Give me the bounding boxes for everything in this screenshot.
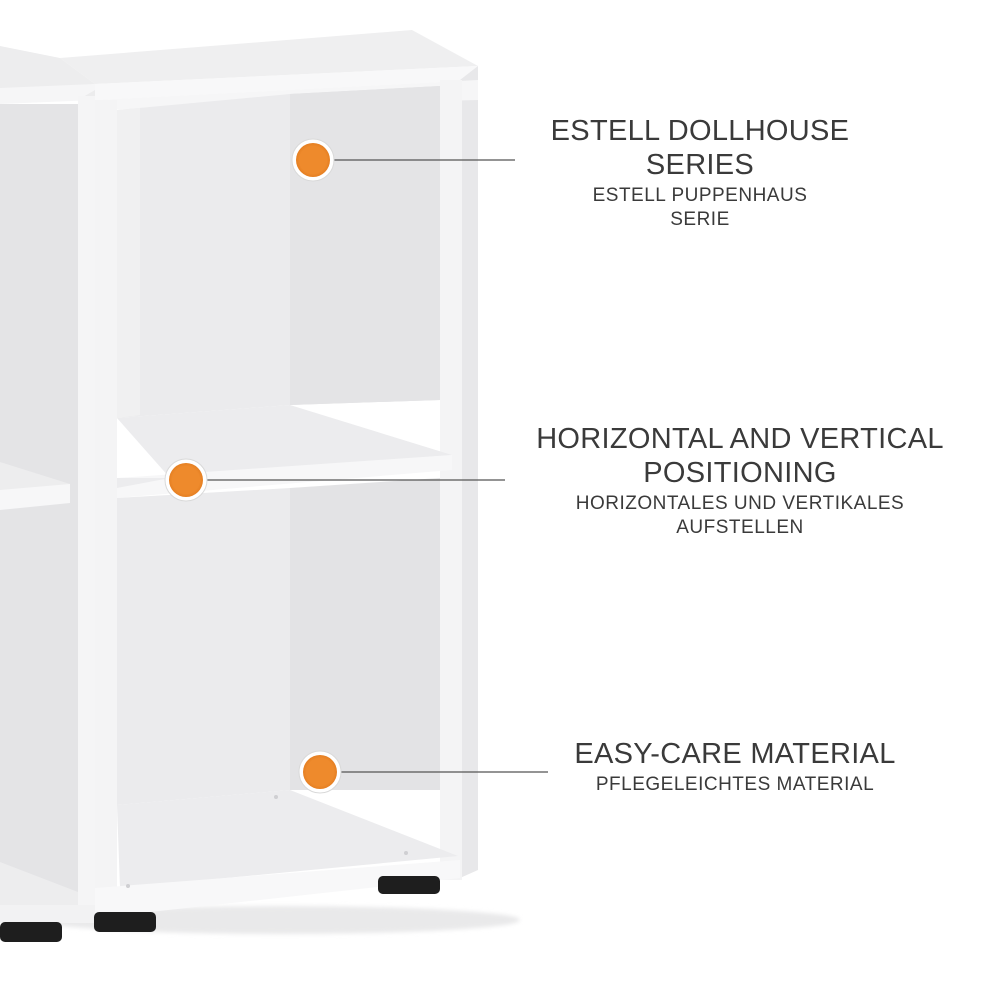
left-shelf-unit: [0, 46, 95, 942]
callout-material: EASY-CARE MATERIAL PFLEGELEICHTES MATERI…: [540, 737, 930, 797]
callout-title: EASY-CARE MATERIAL: [574, 738, 896, 770]
callout-subtitle: SERIE: [670, 209, 730, 230]
callout-title: POSITIONING: [643, 457, 837, 489]
callout-subtitle: HORIZONTALES UND VERTIKALES: [575, 493, 905, 514]
callout-series: ESTELL DOLLHOUSE SERIES ESTELL PUPPENHAU…: [500, 114, 900, 232]
callout-subtitle: AUFSTELLEN: [676, 517, 804, 538]
callout-title: SERIES: [645, 149, 755, 181]
floor-shadow: [40, 906, 520, 934]
orange-dot-marker-icon: [164, 458, 208, 502]
shelf-foot: [0, 922, 62, 942]
callout-positioning: HORIZONTAL AND VERTICAL POSITIONING HORI…: [520, 422, 960, 540]
callout-subtitle: ESTELL PUPPENHAUS: [592, 185, 808, 206]
right-shelf-unit: [60, 30, 478, 932]
shelf-foot: [94, 912, 156, 932]
callout-title: HORIZONTAL AND VERTICAL: [536, 423, 944, 455]
callout-title: ESTELL DOLLHOUSE: [550, 115, 850, 147]
orange-dot-marker-icon: [291, 138, 335, 182]
callout-subtitle: PFLEGELEICHTES MATERIAL: [595, 774, 875, 795]
shelf-foot: [378, 876, 440, 894]
orange-dot-marker-icon: [298, 750, 342, 794]
